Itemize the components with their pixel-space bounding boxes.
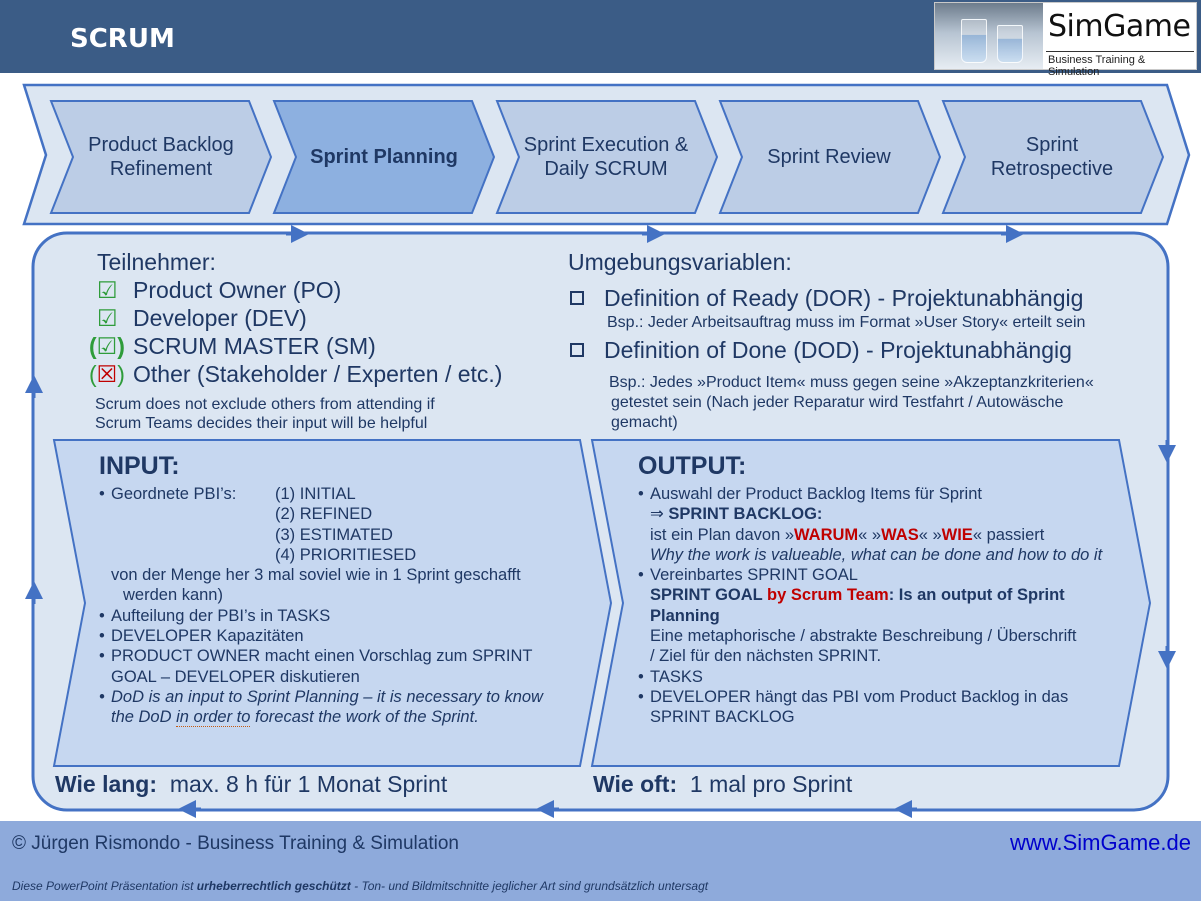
step-chevron-5 xyxy=(941,100,1165,214)
dod-example-1: Bsp.: Jedes »Product Item« muss gegen se… xyxy=(609,374,1094,391)
frequency-label: Wie oft: xyxy=(593,771,678,797)
duration-value: max. 8 h für 1 Monat Sprint xyxy=(169,771,448,797)
participant-sm: (☑)SCRUM MASTER (SM) xyxy=(89,333,376,359)
output-item-selection: Auswahl der Product Backlog Items für Sp… xyxy=(638,484,1128,565)
input-item-tasks: Aufteilung der PBI’s in TASKS xyxy=(99,606,589,627)
step-sprint-retrospective[interactable]: Sprint Retrospective xyxy=(990,134,1114,180)
input-item-amount: von der Menge her 3 mal soviel wie in 1 … xyxy=(111,566,521,605)
input-item-po-proposal: PRODUCT OWNER macht einen Vorschlag zum … xyxy=(99,646,589,687)
participants-note-1: Scrum does not exclude others from atten… xyxy=(95,396,435,413)
output-item-developer: DEVELOPER hängt das PBI vom Product Back… xyxy=(638,687,1128,728)
simgame-logo: SimGame Business Training & Simulation xyxy=(934,2,1197,78)
output-list: Auswahl der Product Backlog Items für Sp… xyxy=(638,484,1128,728)
output-item-goal: Vereinbartes SPRINT GOAL SPRINT GOAL by … xyxy=(638,565,1128,666)
checkbox-icon xyxy=(570,290,584,305)
dor-example: Bsp.: Jeder Arbeitsauftrag muss im Forma… xyxy=(607,314,1086,331)
dod-example-3: gemacht) xyxy=(611,414,678,431)
input-item-pbi: Geordnete PBI’s:(1) INITIAL (2) REFINED … xyxy=(99,484,589,565)
step-sprint-planning[interactable]: Sprint Planning xyxy=(310,146,458,168)
step-sprint-review[interactable]: Sprint Review xyxy=(767,146,891,168)
water-glasses-image xyxy=(935,3,1043,69)
checked-icon: ☑ xyxy=(97,305,118,331)
step-chevron-4 xyxy=(718,100,942,214)
crossed-optional-icon: (☒) xyxy=(89,361,125,387)
logo-name: SimGame xyxy=(1048,9,1191,44)
participants-heading: Teilnehmer: xyxy=(97,249,216,275)
website-link[interactable]: www.SimGame.de xyxy=(1010,830,1191,855)
disclaimer-text: Diese PowerPoint Präsentation ist urhebe… xyxy=(12,879,709,893)
participant-dev: ☑Developer (DEV) xyxy=(97,305,307,331)
step-chevron-1 xyxy=(49,100,273,214)
checked-icon: ☑ xyxy=(97,277,118,303)
logo-tagline: Business Training & Simulation xyxy=(1048,54,1146,78)
environment-heading: Umgebungsvariablen: xyxy=(568,249,792,275)
step-sprint-execution[interactable]: Sprint Execution & Daily SCRUM xyxy=(523,134,689,180)
input-list: Geordnete PBI’s:(1) INITIAL (2) REFINED … xyxy=(99,484,589,728)
frequency-value: 1 mal pro Sprint xyxy=(689,771,853,797)
frequency-row: Wie oft: 1 mal pro Sprint xyxy=(593,771,852,798)
implies-arrow-icon: ⇒ xyxy=(650,505,664,524)
duration-label: Wie lang: xyxy=(55,771,158,797)
duration-row: Wie lang: max. 8 h für 1 Monat Sprint xyxy=(55,771,447,798)
step-product-backlog-refinement[interactable]: Product Backlog Refinement xyxy=(88,134,234,180)
copyright-text: © Jürgen Rismondo - Business Training & … xyxy=(12,833,459,854)
checked-optional-icon: (☑) xyxy=(89,333,125,359)
dor-title: Definition of Ready (DOR) - Projektunabh… xyxy=(570,285,1083,312)
output-title: OUTPUT: xyxy=(638,452,747,480)
participants-note-2: Scrum Teams decides their input will be … xyxy=(95,415,428,432)
checkbox-icon xyxy=(570,342,584,357)
output-item-tasks: TASKS xyxy=(638,667,1128,688)
dod-example-2: getestet sein (Nach jeder Reparatur wird… xyxy=(611,394,1064,411)
dod-title: Definition of Done (DOD) - Projektunabhä… xyxy=(570,337,1072,364)
step-chevron-2 xyxy=(272,100,496,214)
step-chevron-3 xyxy=(495,100,719,214)
participant-other: (☒)Other (Stakeholder / Experten / etc.) xyxy=(89,361,503,387)
input-title: INPUT: xyxy=(99,452,180,480)
input-item-capacity: DEVELOPER Kapazitäten xyxy=(99,626,589,647)
page-title: SCRUM xyxy=(70,24,175,54)
participant-po: ☑Product Owner (PO) xyxy=(97,277,342,303)
input-item-dod: DoD is an input to Sprint Planning – it … xyxy=(99,687,589,728)
